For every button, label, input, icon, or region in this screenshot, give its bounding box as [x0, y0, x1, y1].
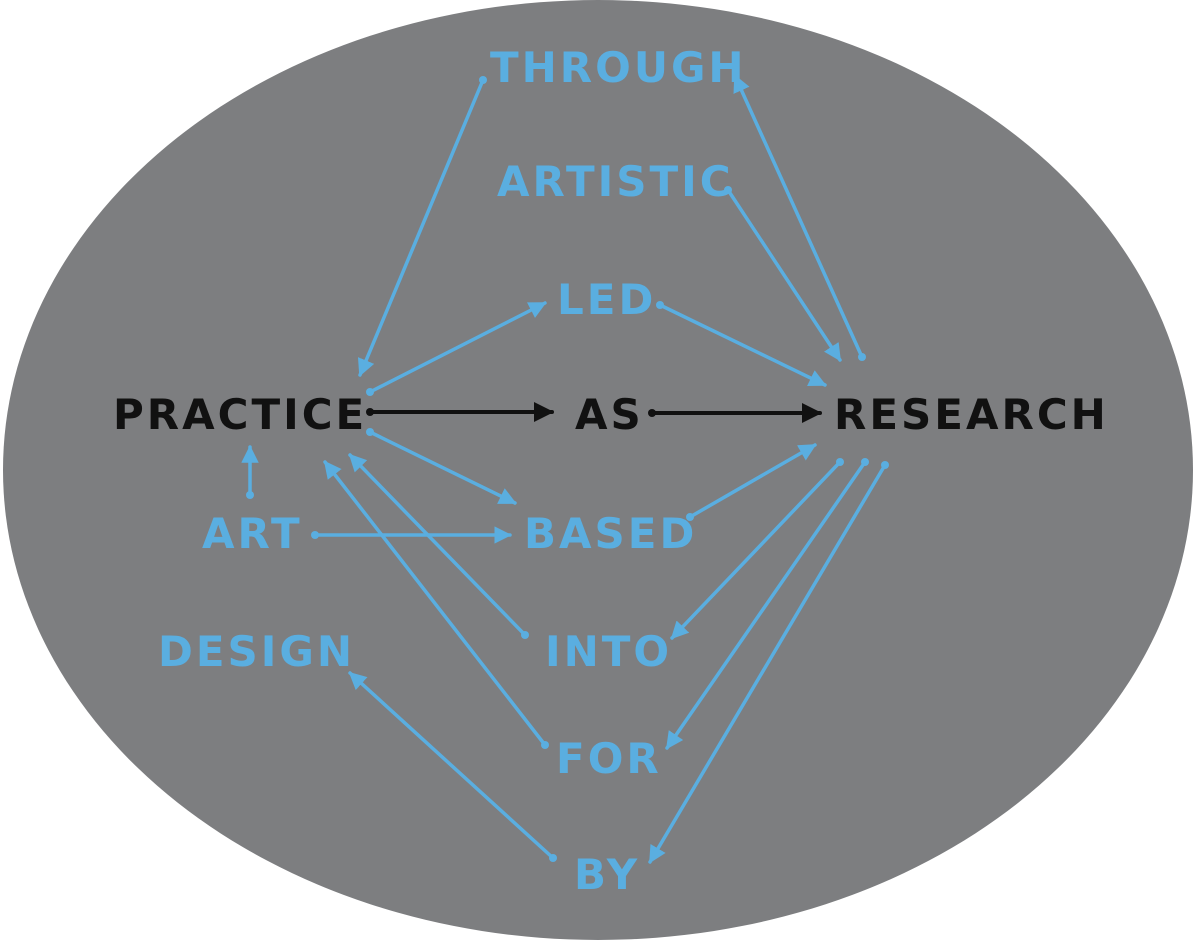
node-for: FOR: [556, 734, 662, 783]
arrow-based-to-research: [688, 443, 817, 519]
arrow-practice-to-based: [368, 430, 517, 505]
arrow-tail-dot: [521, 631, 529, 639]
arrow-tail-dot: [479, 76, 487, 84]
arrow-artistic-to-research: [726, 188, 842, 362]
arrow-tail-dot: [861, 458, 869, 466]
arrow-by-to-design: [348, 671, 555, 860]
arrow-tail-dot: [311, 531, 319, 539]
arrow-tail-dot: [686, 513, 694, 521]
arrow-research-to-into: [670, 460, 842, 640]
arrow-tail-dot: [656, 301, 664, 309]
node-research: RESEARCH: [834, 390, 1109, 439]
node-art: ART: [202, 509, 303, 558]
arrow-tail-dot: [858, 353, 866, 361]
arrow-tail-dot: [881, 461, 889, 469]
arrow-tail-dot: [836, 458, 844, 466]
background-ellipse: [3, 0, 1193, 940]
node-led: LED: [557, 275, 656, 324]
node-practice: PRACTICE: [113, 390, 367, 439]
arrow-research-to-by: [648, 463, 887, 864]
arrow-for-to-practice: [323, 460, 547, 747]
arrow-led-to-research: [658, 303, 827, 387]
arrow-tail-dot: [246, 491, 254, 499]
node-artistic: ARTISTIC: [497, 157, 734, 206]
arrow-research-to-through: [733, 74, 864, 359]
arrow-tail-dot: [366, 428, 374, 436]
node-into: INTO: [545, 627, 672, 676]
node-based: BASED: [524, 509, 697, 558]
node-as: AS: [575, 390, 644, 439]
node-through: THROUGH: [490, 43, 747, 92]
arrow-tail-dot: [549, 854, 557, 862]
arrow-practice-to-led: [368, 301, 547, 394]
arrow-tail-dot: [724, 186, 732, 194]
arrow-tail-dot: [648, 409, 656, 417]
arrow-through-to-practice: [357, 78, 485, 377]
arrow-tail-dot: [541, 741, 549, 749]
arrow-into-to-practice: [348, 453, 527, 637]
node-by: BY: [574, 850, 640, 899]
arrow-tail-dot: [366, 408, 374, 416]
node-design: DESIGN: [158, 627, 355, 676]
arrow-tail-dot: [366, 388, 374, 396]
arrow-research-to-for: [665, 460, 867, 750]
